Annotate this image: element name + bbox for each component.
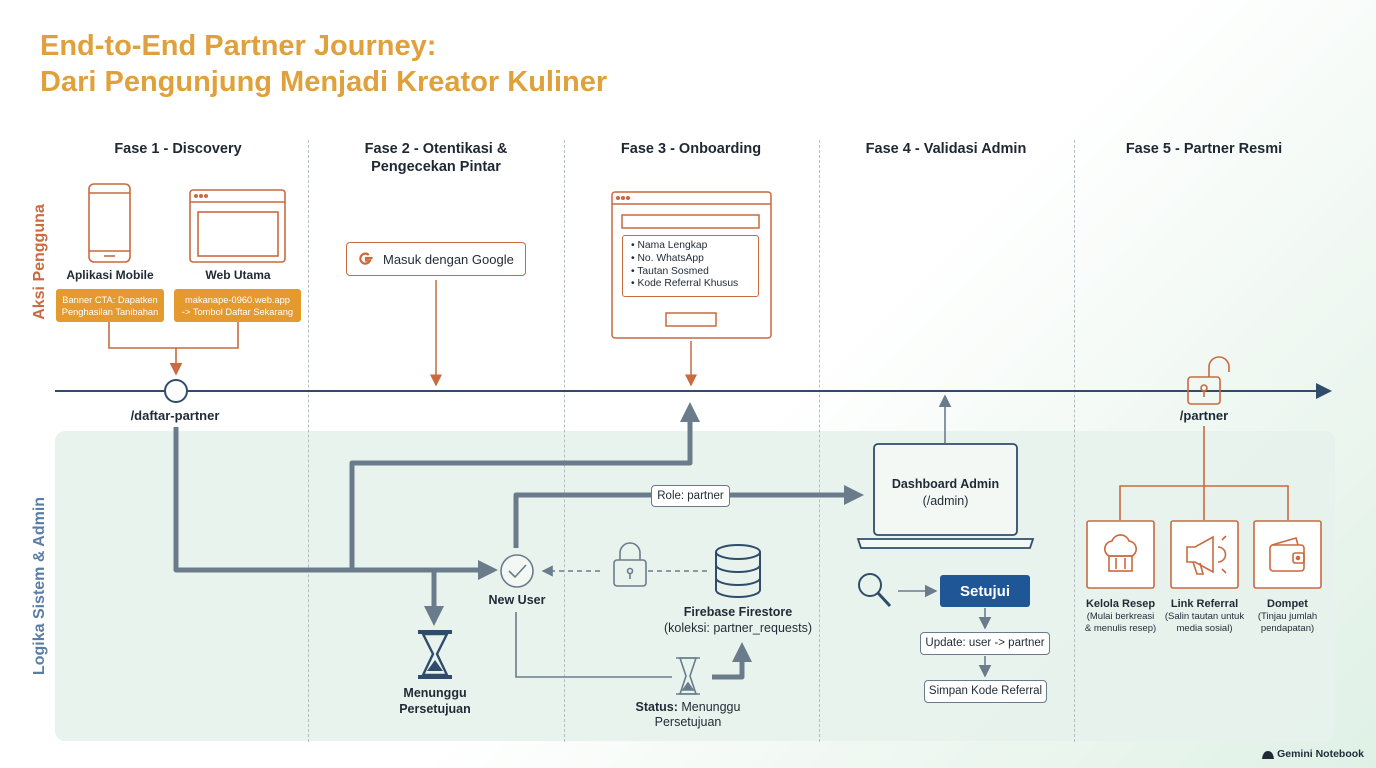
feature-wallet-title: Dompet [1267, 598, 1308, 610]
feature-wallet-desc: (Tinjau jumlah pendapatan) [1257, 611, 1318, 634]
field-referral-code: Kode Referral Khusus [631, 278, 758, 291]
laptop-icon [856, 443, 1035, 549]
web-cta-box: makanape-0960.web.app -> Tombol Daftar S… [174, 289, 301, 322]
flow-role-partner [513, 485, 865, 548]
firestore-label: Firebase Firestore (koleksi: partner_req… [655, 604, 821, 636]
daftar-partner-node [164, 379, 188, 403]
partner-route: /partner [1179, 408, 1229, 423]
feature-wallet-caption: Dompet(Tinjau jumlah pendapatan) [1239, 597, 1336, 634]
daftar-partner-route: /daftar-partner [130, 408, 220, 423]
google-g-icon [359, 252, 373, 265]
field-full-name: Nama Lengkap [631, 240, 758, 253]
dashboard-title: Dashboard Admin [891, 477, 1000, 491]
flow-to-firestore [712, 641, 752, 680]
feature-box-referral [1170, 520, 1239, 589]
status-hourglass-icon [676, 657, 700, 695]
role-partner-pill: Role: partner [651, 485, 730, 507]
dashboard-subtitle: (/admin) [922, 494, 969, 508]
phase-divider [819, 140, 820, 742]
footer-brand-label: Gemini Notebook [1277, 748, 1364, 760]
field-whatsapp: No. WhatsApp [631, 253, 758, 266]
chef-hat-icon [1104, 534, 1137, 572]
phase-divider [1074, 140, 1075, 742]
google-signin-label: Masuk dengan Google [383, 251, 514, 267]
web-main-label: Web Utama [205, 268, 271, 282]
unlock-icon [1187, 356, 1230, 405]
flow-to-new-user [173, 427, 499, 580]
check-circle-icon [500, 554, 534, 588]
approve-button[interactable]: Setujui [940, 575, 1030, 607]
status-key: Status: [635, 700, 678, 714]
status-value: Menunggu Persetujuan [654, 700, 741, 729]
page-title: End-to-End Partner Journey: Dari Pengunj… [40, 28, 607, 100]
field-social-link: Tautan Sosmed [631, 266, 758, 279]
firestore-subtitle: (koleksi: partner_requests) [664, 621, 812, 635]
gemini-notebook-icon [1262, 750, 1275, 759]
partner-branch-connector [1119, 426, 1289, 520]
status-label: Status: Menunggu Persetujuan [618, 700, 758, 730]
feature-recipe-title: Kelola Resep [1085, 598, 1156, 610]
feature-box-recipe [1086, 520, 1155, 589]
feature-box-wallet [1253, 520, 1322, 589]
update-role-pill: Update: user -> partner [920, 632, 1050, 655]
feature-referral-title: Link Referral [1170, 598, 1239, 610]
save-referral-pill: Simpan Kode Referral [924, 680, 1047, 703]
browser-window-icon [189, 189, 286, 263]
onboarding-field-list: Nama Lengkap No. WhatsApp Tautan Sosmed … [622, 235, 759, 297]
phase-3-header: Fase 3 - Onboarding [620, 141, 762, 157]
title-line-2: Dari Pengunjung Menjadi Kreator Kuliner [40, 66, 608, 98]
feature-recipe-desc: (Mulai berkreasi & menulis resep) [1084, 611, 1157, 634]
google-signin-button[interactable]: Masuk dengan Google [346, 242, 526, 276]
mobile-phone-icon [88, 183, 131, 263]
phase-2-header: Fase 2 - Otentikasi & Pengecekan Pintar [364, 141, 508, 175]
phase-divider [564, 140, 565, 742]
title-line-1: End-to-End Partner Journey: [40, 30, 437, 62]
waiting-approval-label: Menunggu Persetujuan [399, 686, 471, 716]
database-icon [715, 544, 761, 598]
phase-divider [308, 140, 309, 742]
wallet-icon [1269, 537, 1305, 572]
hourglass-icon [418, 630, 452, 679]
new-user-status-connector [515, 612, 672, 678]
feature-recipe-caption: Kelola Resep(Mulai berkreasi & menulis r… [1072, 597, 1169, 634]
megaphone-icon [1186, 535, 1227, 575]
mobile-cta-banner: Banner CTA: Dapatken Penghasilan Tanibah… [56, 289, 164, 322]
lock-icon [613, 542, 647, 587]
search-icon [858, 573, 892, 608]
footer-brand: Gemini Notebook [1262, 748, 1364, 760]
mobile-app-label: Aplikasi Mobile [66, 268, 154, 282]
new-user-label: New User [488, 593, 546, 607]
flow-to-onboarding [349, 401, 700, 570]
phase-1-header: Fase 1 - Discovery [114, 141, 242, 157]
phase-5-header: Fase 5 - Partner Resmi [1125, 141, 1283, 157]
feature-referral-desc: (Salin tautan untuk media sosial) [1164, 611, 1245, 634]
discovery-merge-connector [108, 322, 239, 349]
feature-referral-caption: Link Referral(Salin tautan untuk media s… [1156, 597, 1253, 634]
dashboard-label: Dashboard Admin (/admin) [874, 476, 1017, 510]
phase-4-header: Fase 4 - Validasi Admin [865, 141, 1027, 157]
firestore-title: Firebase Firestore [683, 605, 793, 619]
